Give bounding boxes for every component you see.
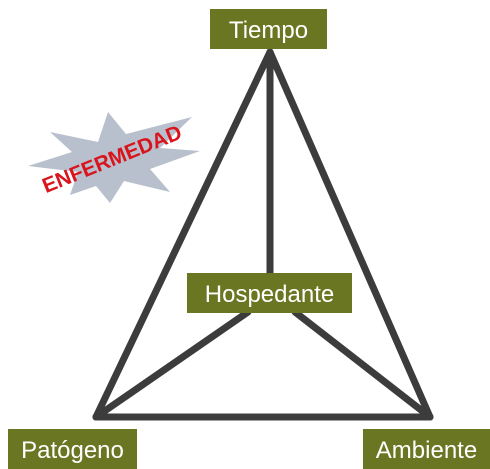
node-patogeno-box	[8, 429, 137, 469]
node-tiempo: Tiempo	[210, 9, 327, 49]
edge-hospedante-ambiente	[291, 308, 434, 421]
node-tiempo-box	[210, 9, 327, 49]
node-hospedante-box	[187, 273, 352, 313]
node-patogeno-label: Patógeno	[21, 437, 124, 464]
node-hospedante-label: Hospedante	[205, 281, 334, 308]
node-ambiente-label: Ambiente	[376, 437, 477, 464]
node-patogeno: Patógeno	[8, 429, 137, 469]
edge-hospedante-patogeno	[92, 308, 252, 421]
node-ambiente: Ambiente	[363, 429, 490, 469]
node-ambiente-box	[363, 429, 490, 469]
node-tiempo-label: Tiempo	[229, 17, 308, 44]
node-hospedante: Hospedante	[187, 273, 352, 313]
edge-tiempo-patogeno	[92, 48, 274, 421]
edge-tiempo-ambiente	[266, 48, 434, 421]
tetrahedron-edges	[92, 48, 434, 421]
burst-shape	[28, 112, 200, 203]
enfermedad-burst: ENFERMEDAD	[28, 112, 200, 203]
